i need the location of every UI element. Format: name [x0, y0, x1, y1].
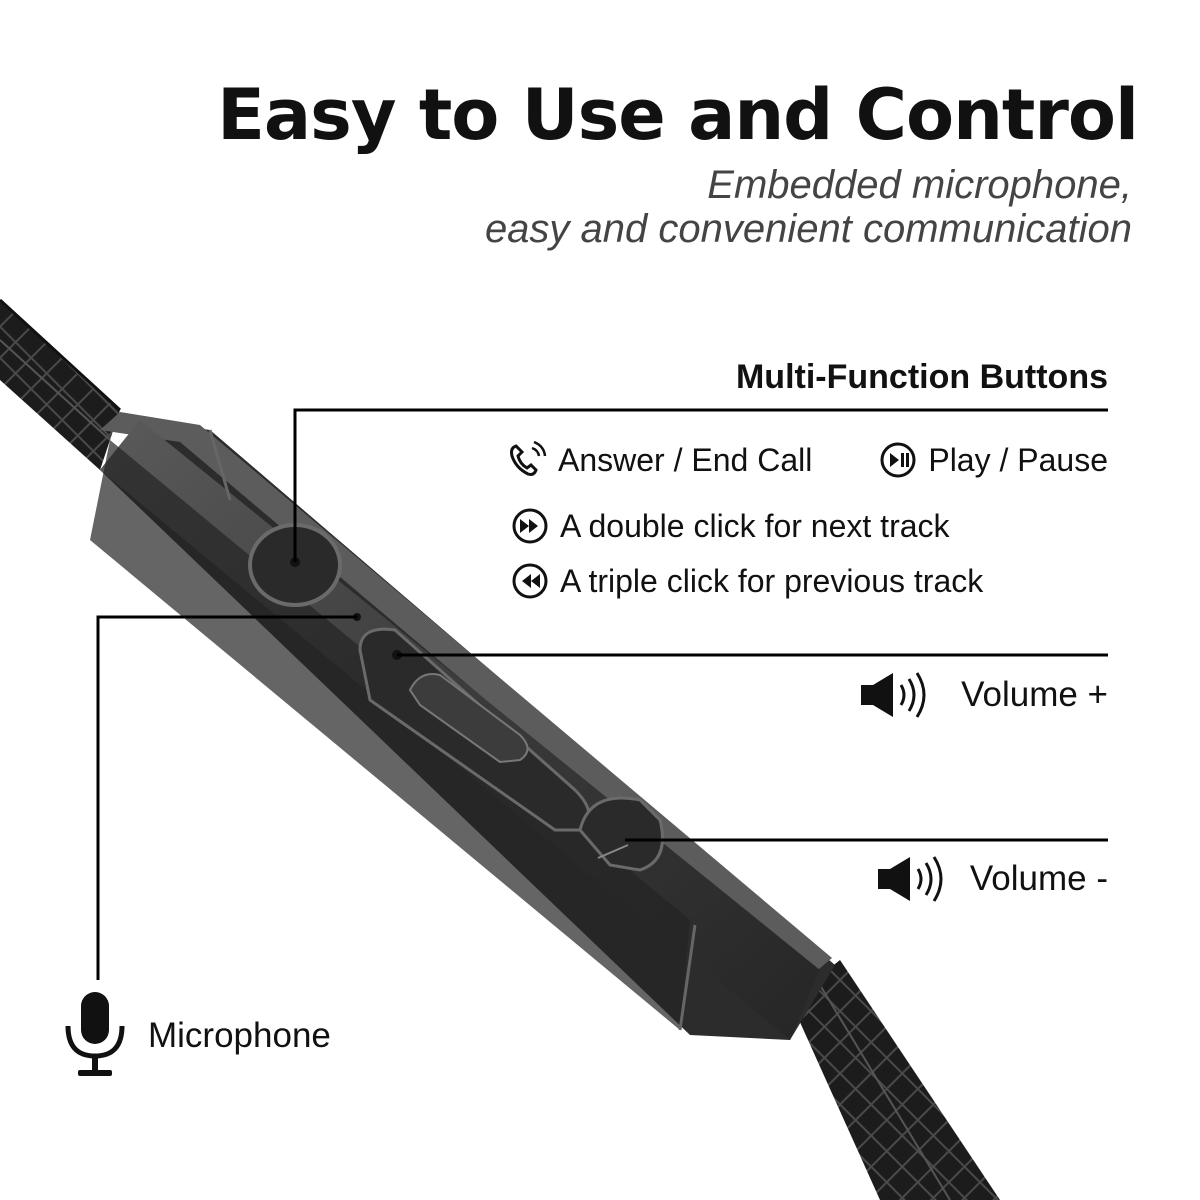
phone-icon — [510, 440, 547, 476]
previous-track-item: A triple click for previous track — [510, 561, 983, 601]
play-pause-icon — [880, 442, 916, 478]
play-pause-item: Play / Pause — [878, 440, 1108, 480]
callout-lines — [96, 408, 1108, 980]
next-track-item: A double click for next track — [510, 506, 950, 546]
next-track-label: A double click for next track — [560, 507, 950, 544]
cable-bottom — [790, 960, 1000, 1200]
microphone-icon — [65, 992, 125, 1076]
volume-down-item: Volume - — [876, 854, 1108, 904]
cable-top — [0, 298, 122, 470]
volume-rocker[interactable] — [358, 627, 664, 872]
volume-up-label: Volume + — [961, 675, 1108, 714]
subtitle-line-1: Embedded microphone, — [707, 163, 1132, 207]
volume-down-label: Volume - — [969, 859, 1108, 898]
answer-end-call-item: Answer / End Call — [506, 440, 812, 480]
fast-forward-icon — [512, 508, 548, 544]
multi-function-heading: Multi-Function Buttons — [735, 358, 1108, 396]
rewind-icon — [512, 563, 548, 599]
subtitle-line-2: easy and convenient communication — [484, 207, 1132, 251]
speaker-icon — [861, 672, 926, 718]
play-pause-label: Play / Pause — [928, 441, 1108, 478]
speaker-icon — [877, 856, 943, 902]
microphone-item: Microphone — [62, 990, 331, 1082]
answer-end-call-label: Answer / End Call — [558, 441, 813, 478]
microphone-label: Microphone — [148, 1016, 331, 1055]
page-title: Easy to Use and Control — [217, 74, 1139, 156]
previous-track-label: A triple click for previous track — [560, 562, 984, 599]
volume-up-item: Volume + — [859, 670, 1108, 720]
